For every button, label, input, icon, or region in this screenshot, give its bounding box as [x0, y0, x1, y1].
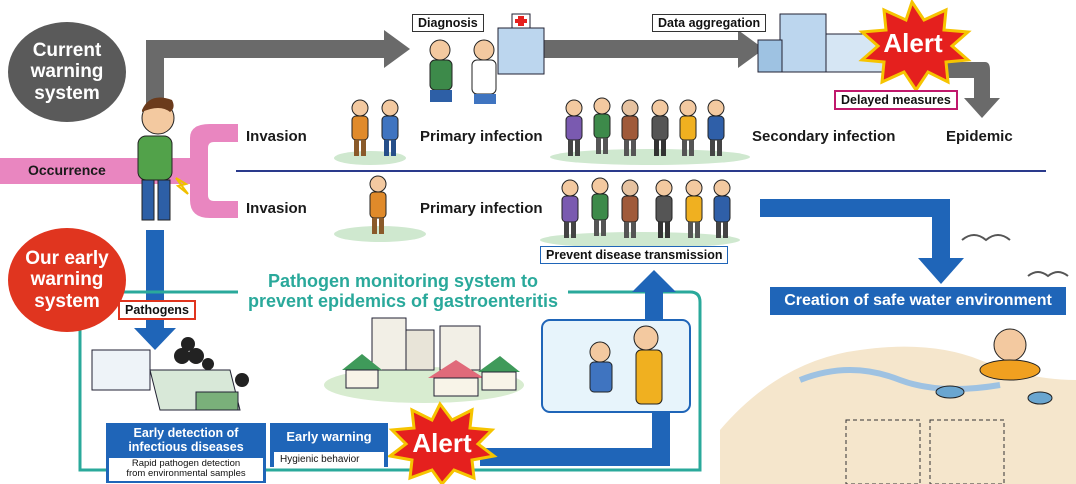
early-warning-system-badge: Our early warning system [8, 228, 126, 332]
current-warning-system-badge: Current warning system [8, 22, 126, 122]
lab-illustration [91, 337, 249, 411]
prevent-transmission-label: Prevent disease transmission [540, 246, 729, 264]
alert-label-bottom: Alert [412, 428, 472, 458]
current-flow-arrow [146, 30, 1000, 118]
pathogens-label: Pathogens [118, 300, 196, 320]
monitoring-title-line1: Pathogen monitoring system to [267, 271, 539, 291]
rapid-detection-line2: from environmental samples [126, 468, 246, 480]
handwash-illustration [541, 319, 691, 413]
occurrence-bracket [0, 124, 238, 218]
data-aggregation-label: Data aggregation [652, 14, 767, 32]
hygienic-behavior-label: Hygienic behavior [274, 452, 384, 467]
bottom-primary-infection-label: Primary infection [420, 200, 543, 217]
alert-burst-bottom [386, 401, 498, 484]
monitoring-title-line2: prevent epidemics of gastroenteritis [247, 290, 559, 311]
hygiene-flow-arrow [480, 270, 676, 466]
safe-water-arrow [760, 199, 964, 284]
town-illustration [324, 317, 524, 403]
early-detection-box: Early detection of infectious diseases R… [106, 423, 266, 483]
data-center-illustration [757, 13, 887, 73]
current-warning-system-label: Current warning system [30, 40, 104, 104]
rapid-detection-line1: Rapid pathogen detection [131, 457, 241, 469]
diagnosis-label: Diagnosis [412, 14, 484, 32]
early-flow-arrow [134, 230, 176, 350]
coast-illustration [720, 234, 1076, 484]
early-warning-label: Early warning [286, 429, 372, 444]
epidemic-label: Epidemic [946, 128, 1013, 145]
early-detection-line1: Early detection of [133, 426, 239, 440]
early-detection-line2: infectious diseases [128, 439, 244, 454]
delayed-measures-label: Delayed measures [834, 90, 958, 110]
monitoring-title: Pathogen monitoring system to prevent ep… [238, 271, 568, 312]
top-primary-infection-label: Primary infection [420, 128, 543, 145]
bottom-invasion-label: Invasion [246, 200, 307, 217]
safe-water-banner: Creation of safe water environment [770, 287, 1066, 315]
sick-boy-illustration [137, 97, 189, 221]
early-warning-box: Early warning Hygienic behavior [270, 423, 388, 467]
people-top-row [351, 97, 725, 156]
top-invasion-label: Invasion [246, 128, 307, 145]
occurrence-label: Occurrence [28, 162, 106, 178]
secondary-infection-label: Secondary infection [752, 128, 896, 145]
alert-label-top: Alert [883, 28, 943, 58]
diagnosis-illustration [429, 13, 545, 104]
people-bottom-row [369, 175, 731, 238]
early-warning-system-label: Our early warning system [25, 248, 109, 312]
